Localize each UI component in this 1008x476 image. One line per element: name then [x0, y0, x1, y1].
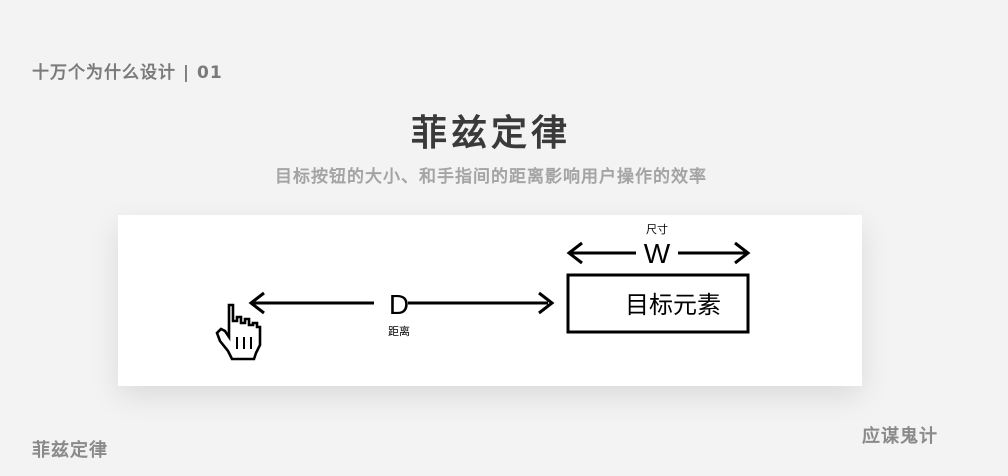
distance-letter: D	[389, 289, 409, 320]
series-label: 十万个为什么设计 | 01	[32, 63, 223, 83]
footer-right-label: 应谋鬼计	[862, 426, 938, 447]
page-subtitle: 目标按钮的大小、和手指间的距离影响用户操作的效率	[275, 167, 707, 187]
distance-caption: 距离	[388, 324, 410, 338]
width-arrow	[566, 241, 751, 265]
diagram-canvas: D 距离 W 尺寸 目标元素	[215, 222, 751, 361]
fitts-law-diagram: D 距离 W 尺寸 目标元素	[118, 215, 862, 386]
target-element-label: 目标元素	[625, 291, 721, 319]
page-title: 菲兹定律	[410, 113, 571, 154]
target-element-box	[566, 273, 750, 334]
hand-pointer-icon	[215, 303, 262, 361]
footer-left-label: 菲兹定律	[32, 440, 108, 461]
width-caption: 尺寸	[646, 222, 668, 236]
width-letter: W	[644, 238, 671, 269]
distance-arrow	[248, 291, 555, 315]
